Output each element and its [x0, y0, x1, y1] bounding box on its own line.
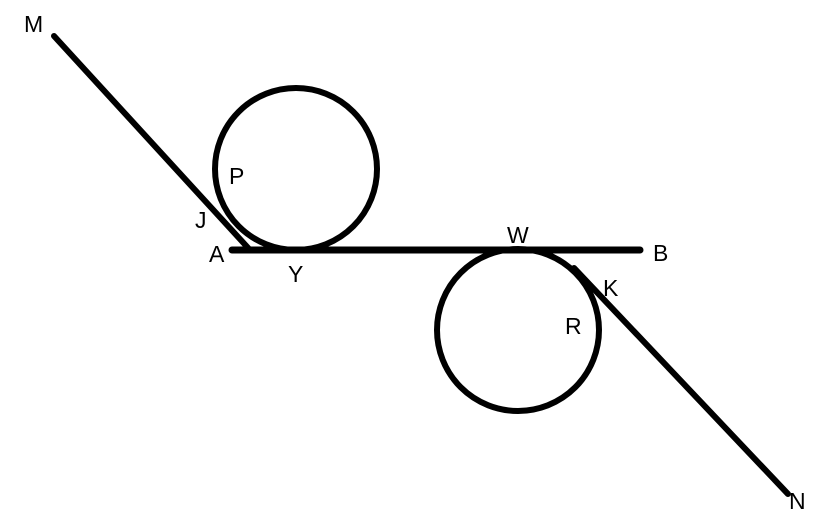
label-a: A	[209, 241, 225, 267]
circle-r	[434, 246, 602, 414]
label-b: B	[653, 240, 668, 266]
diagram-shapes	[51, 33, 791, 497]
label-m: M	[24, 11, 43, 37]
tangent-line-k-n	[571, 265, 791, 497]
label-k: K	[603, 275, 619, 301]
label-y: Y	[288, 261, 303, 287]
label-w: W	[507, 222, 529, 248]
label-n: N	[789, 488, 806, 514]
label-r: R	[565, 313, 582, 339]
label-j: J	[195, 207, 207, 233]
label-p: P	[229, 163, 244, 189]
diagram-labels: M P J A Y W B K R N	[24, 11, 806, 514]
tangent-line-m-j	[51, 33, 253, 253]
